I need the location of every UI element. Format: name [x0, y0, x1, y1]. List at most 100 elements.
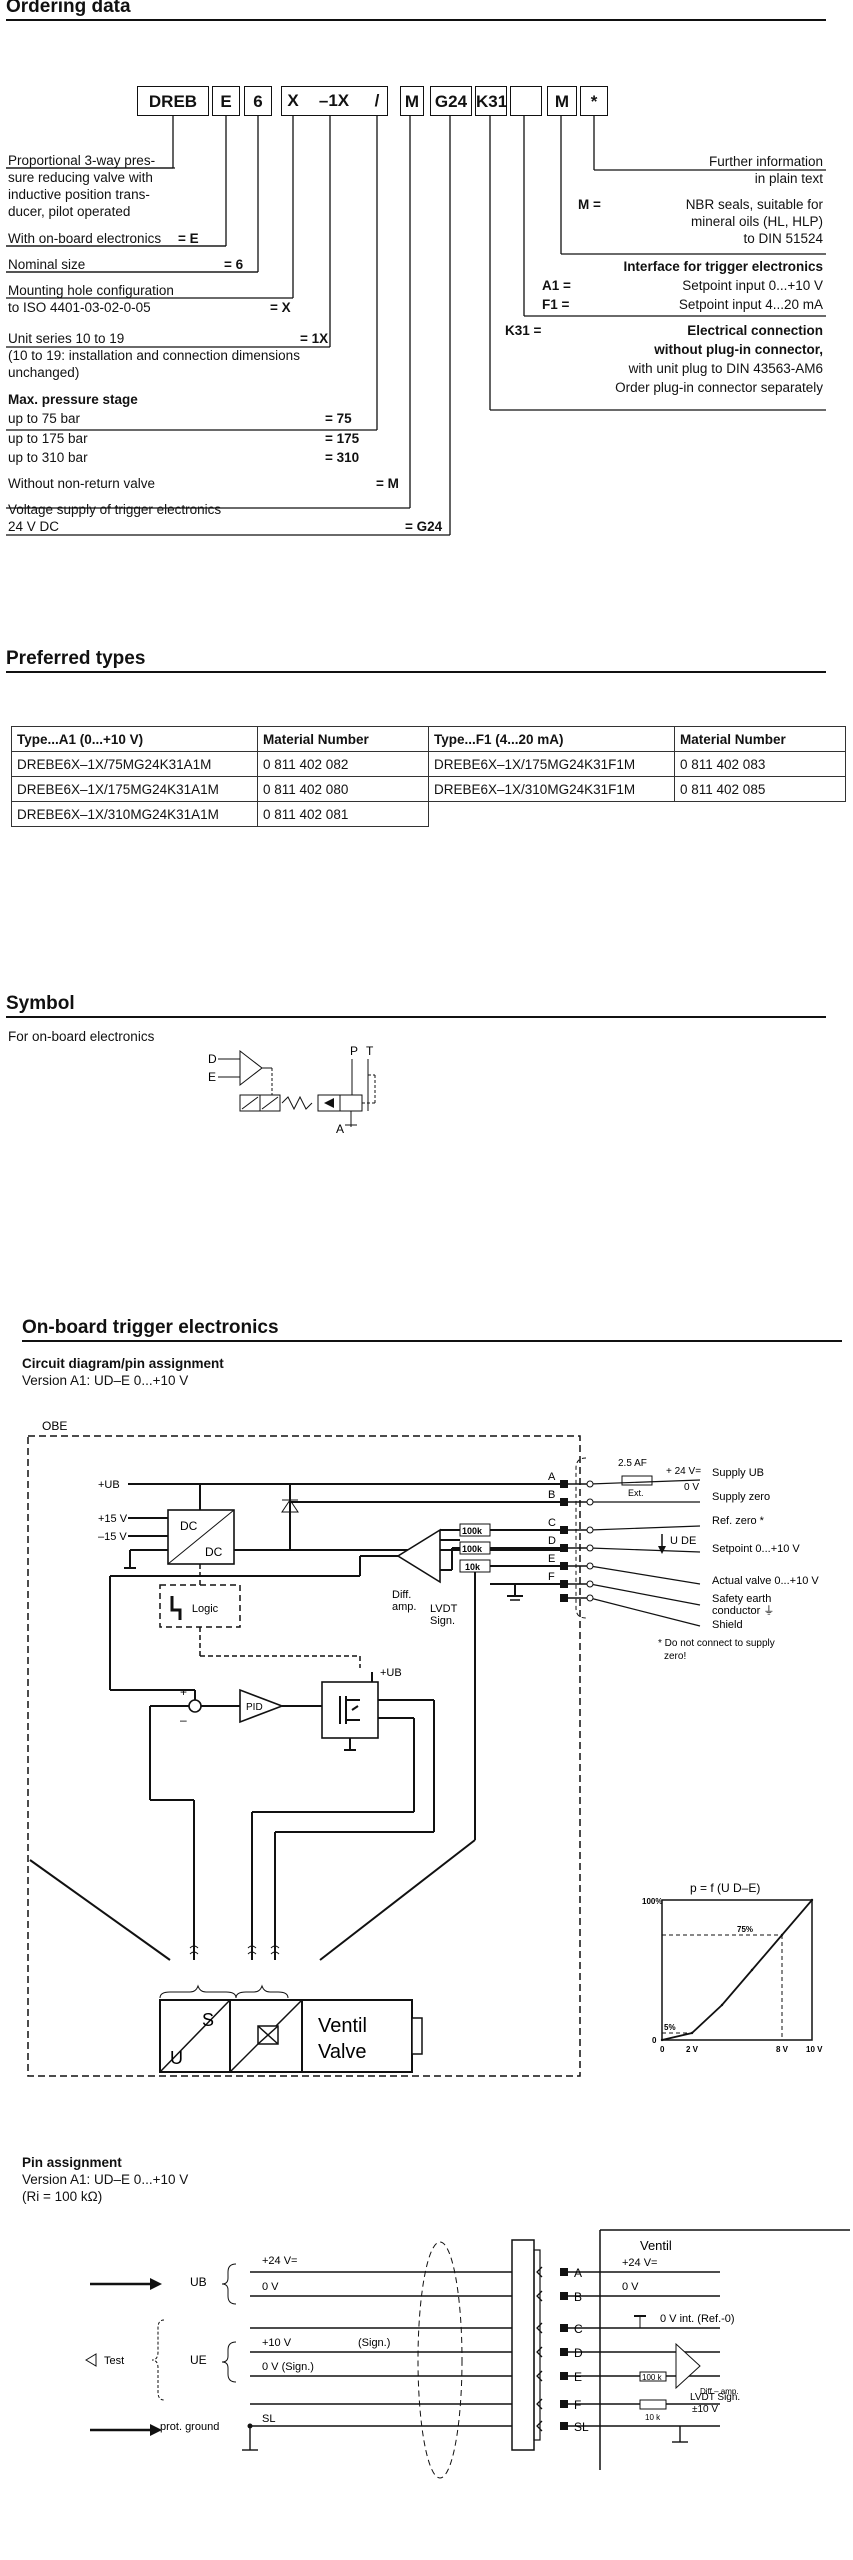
pin-function-2: Ref. zero *: [712, 1515, 765, 1527]
pa-sig-sl: SL: [262, 2413, 275, 2425]
symbol-label-a: A: [336, 1122, 344, 1136]
left-item-1-line-0: With on-board electronics: [8, 231, 162, 246]
pid-label: PID: [246, 1702, 263, 1713]
ordering-heading: Ordering data: [6, 0, 131, 17]
v24-label: + 24 V=: [666, 1466, 701, 1477]
code-box-group-x1x: [281, 86, 388, 116]
pa-r-100k-label: 100 k: [642, 2373, 663, 2382]
pa-arrow-test: [85, 2353, 97, 2367]
left-item-0-line-2: inductive position trans-: [8, 187, 150, 202]
circuit-diagram: OBE +UB +15 V –15 V DC DC Diff.amp. 100k…: [27, 1419, 819, 2077]
code-box-6: M: [400, 86, 424, 116]
pa-pin-contact-1: [560, 2292, 568, 2300]
left-item-2-line-0: Nominal size: [8, 257, 86, 272]
label-15n: –15 V: [98, 1531, 127, 1543]
ext-wire-4: [589, 1565, 701, 1585]
fuse-label: 2.5 AF: [618, 1458, 647, 1469]
preferred-rule: [6, 671, 826, 673]
f1-text: Setpoint input 4...20 mA: [678, 297, 823, 312]
f1-code-label: F1 =: [542, 297, 570, 312]
left-item-4-line-0: Unit series 10 to 19: [8, 331, 125, 346]
pin-function-5: Safety earth: [712, 1593, 771, 1605]
svg-text:–: –: [180, 1713, 187, 1727]
footnote-l2: zero!: [664, 1651, 686, 1662]
table-cell: 0 811 402 080: [257, 776, 429, 802]
table-cell: DREBE6X–1X/75MG24K31A1M: [11, 751, 258, 777]
pa-pin-contact-4: [560, 2372, 568, 2380]
table-cell: 0 811 402 082: [257, 751, 429, 777]
ordering-leader-lines: [6, 116, 826, 536]
pin-contact-a: [560, 1480, 568, 1488]
pa-pin-contact-3: [560, 2348, 568, 2356]
pa-plug-body: [511, 2239, 535, 2451]
trigger-heading: On-board trigger electronics: [22, 1317, 279, 1338]
code-box-10: M: [547, 86, 577, 116]
left-item-7-line-0: up to 175 bar: [8, 431, 88, 446]
v0-label: 0 V: [684, 1482, 699, 1493]
pin-contact-d: [560, 1544, 568, 1552]
graph-ylabel-5: 5%: [664, 2023, 676, 2032]
left-item-code-9: = M: [376, 476, 399, 491]
pin-function-4: Actual valve 0...+10 V: [712, 1575, 819, 1587]
trigger-rule: [22, 1340, 842, 1342]
pa-socket-4: [536, 2370, 543, 2382]
pa-r-ref: 0 V int. (Ref.-0): [660, 2313, 735, 2325]
code-box-0: DREB: [137, 86, 209, 116]
diff-amp: [396, 1528, 441, 1584]
circuit-subheading: Circuit diagram/pin assignment: [22, 1356, 224, 1371]
pa-pin-label-5: F: [574, 2398, 581, 2412]
pin-label-e: E: [548, 1553, 555, 1565]
ext-node-0: [586, 1480, 594, 1488]
left-item-3-line-0: Mounting hole configuration: [8, 283, 174, 298]
ext-wire-2: [589, 1525, 701, 1531]
left-item-code-3: = X: [270, 300, 291, 315]
code-box-9: [510, 86, 542, 116]
dc-label-1: DC: [180, 1519, 198, 1533]
pa-sig-24v: +24 V=: [262, 2255, 297, 2267]
pa-ub-label: UB: [190, 2275, 207, 2289]
table-header-0: Type...A1 (0...+10 V): [11, 726, 258, 752]
table-cell: 0 811 402 085: [674, 776, 846, 802]
res-label-2: 100k: [462, 1544, 483, 1554]
pa-r-res-100k: [639, 2371, 667, 2382]
pa-pin-label-1: B: [574, 2290, 582, 2304]
pa-r-diff-amp: [675, 2342, 701, 2390]
table-cell: DREBE6X–1X/310MG24K31A1M: [11, 801, 258, 827]
pa-pin-contact-0: [560, 2268, 568, 2276]
symbol-label-e: E: [208, 1070, 216, 1084]
res-label-3: 10k: [465, 1562, 481, 1572]
pa-r-lvdt-label: LVDT Sign.: [690, 2392, 740, 2403]
block-u-label: U: [170, 2048, 183, 2068]
graph-point-0: [660, 2038, 664, 2042]
ext-wire-6: [589, 1597, 701, 1627]
table-cell: [675, 802, 846, 827]
ude-label: U DE: [670, 1535, 696, 1547]
pin-assign-version: Version A1: UD–E 0...+10 V: [22, 2172, 189, 2187]
res-label-1: 100k: [462, 1526, 483, 1536]
pa-pin-contact-2: [560, 2324, 568, 2332]
pa-sig-0v-sign: 0 V (Sign.): [262, 2361, 314, 2373]
pin-function-3: Setpoint 0...+10 V: [712, 1543, 800, 1555]
left-item-0-line-0: Proportional 3-way pres-: [8, 153, 156, 168]
code-box-3: X: [281, 86, 305, 116]
graph-point-2: [720, 2003, 724, 2007]
elec-heading: Electrical connection: [687, 323, 823, 338]
symbol-caption: For on-board electronics: [8, 1029, 155, 1044]
left-item-code-8: = 310: [325, 450, 360, 465]
symbol-label-t: T: [366, 1044, 374, 1058]
ext-node-4: [586, 1562, 594, 1570]
pin-contact-f: [560, 1580, 568, 1588]
footnote-l1: * Do not connect to supply: [658, 1638, 775, 1649]
pin-label-d: D: [548, 1535, 556, 1547]
left-item-6-line-0: up to 75 bar: [8, 411, 81, 426]
code-box-7: G24: [430, 86, 472, 116]
code-box-8: K31: [475, 86, 507, 116]
left-item-9-line-0: Without non-return valve: [8, 476, 156, 491]
ext-wire-3: [589, 1547, 701, 1553]
